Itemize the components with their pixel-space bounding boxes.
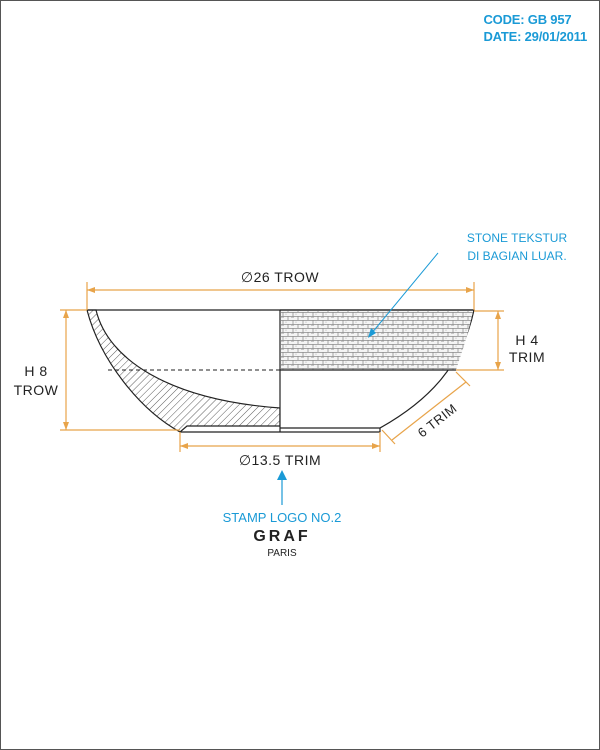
texture-leader [368, 252, 439, 338]
drawing-date: DATE: 29/01/2011 [483, 29, 587, 44]
texture-height-value: H 4 [515, 332, 538, 348]
total-height-value: H 8 [24, 363, 47, 379]
stamp-leader-arrow [277, 470, 287, 505]
product-code: CODE: GB 957 [483, 12, 572, 27]
dimension-arrows [63, 287, 501, 449]
logo-name: GRAF [253, 528, 310, 545]
top-diameter-label: ∅26 TROW [241, 269, 319, 285]
drawing-header: CODE: GB 957 DATE: 29/01/2011 [483, 11, 587, 45]
stone-texture-area [281, 311, 473, 370]
slant-length-label: 6 TRIM [415, 401, 460, 441]
texture-height-unit: TRIM [509, 349, 545, 365]
total-height-unit: TROW [14, 382, 59, 398]
stamp-label: STAMP LOGO NO.2 [223, 510, 342, 525]
base-diameter-label: ∅13.5 TRIM [239, 452, 321, 468]
dimension-lines [60, 282, 504, 452]
bowl-wall-section [86, 309, 281, 433]
logo-city: PARIS [267, 548, 297, 559]
texture-note-line1: STONE TEKSTUR [467, 231, 568, 245]
texture-note-line2: DI BAGIAN LUAR. [467, 249, 566, 263]
